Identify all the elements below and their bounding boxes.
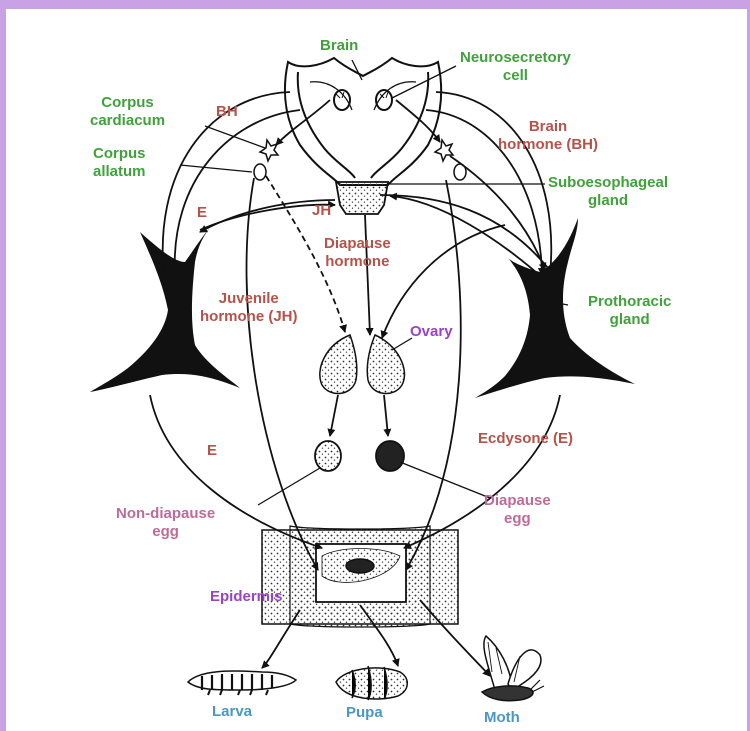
diapause-egg-label: Diapause egg: [484, 492, 551, 528]
diapause-egg-line-2: egg: [484, 510, 551, 528]
corpus-allatum-line-2: allatum: [93, 163, 146, 181]
ecdysone-lower-label: E: [207, 442, 217, 460]
diapause-hormone-label: Diapause hormone: [324, 235, 391, 271]
non-diapause-line-2: egg: [116, 523, 215, 541]
bh-left-label: BH: [216, 103, 238, 121]
corpus-cardiacum-label: Corpus cardiacum: [90, 94, 165, 130]
epidermis-label: Epidermis: [210, 588, 283, 606]
ovary-label: Ovary: [410, 323, 453, 341]
non-diapause-egg-label: Non-diapause egg: [116, 505, 215, 541]
moth-label: Moth: [484, 709, 520, 727]
juvenile-hormone-line-2: hormone (JH): [200, 308, 298, 326]
brain-hormone-label: Brain hormone (BH): [498, 118, 598, 154]
prothoracic-line-1: Prothoracic: [588, 293, 671, 311]
corpus-cardiacum-line-1: Corpus: [90, 94, 165, 112]
moth-shape: [482, 636, 544, 701]
non-diapause-line-1: Non-diapause: [116, 505, 215, 523]
ecdysone-upper-label: E: [197, 204, 207, 222]
brain-hormone-line-1: Brain: [498, 118, 598, 136]
diapause-egg-shape: [376, 441, 404, 471]
neurosecretory-line-2: cell: [460, 67, 571, 85]
prothoracic-gland-label: Prothoracic gland: [588, 293, 671, 329]
larva-label: Larva: [212, 703, 252, 721]
neurosecretory-line-1: Neurosecretory: [460, 49, 571, 67]
epidermis-block: [262, 526, 458, 627]
corpus-allatum-label: Corpus allatum: [93, 145, 146, 181]
pupa-shape: [336, 666, 407, 700]
corpus-allatum-line-1: Corpus: [93, 145, 146, 163]
ovaries: [320, 335, 405, 394]
pupa-label: Pupa: [346, 704, 383, 722]
suboesophageal-line-1: Suboesophageal: [548, 174, 668, 192]
diapause-hormone-line-1: Diapause: [324, 235, 391, 253]
neurosecretory-cell-label: Neurosecretory cell: [460, 49, 571, 85]
brain-shape: [285, 58, 441, 185]
corpus-cardiacum-line-2: cardiacum: [90, 112, 165, 130]
suboesophageal-shape: [336, 182, 388, 214]
diapause-egg-line-1: Diapause: [484, 492, 551, 510]
brain-hormone-line-2: hormone (BH): [498, 136, 598, 154]
juvenile-hormone-line-1: Juvenile: [200, 290, 298, 308]
larva-shape: [188, 671, 296, 695]
non-diapause-egg-shape: [315, 441, 341, 471]
diapause-hormone-line-2: hormone: [324, 253, 391, 271]
juvenile-hormone-label: Juvenile hormone (JH): [200, 290, 298, 326]
suboesophageal-line-2: gland: [548, 192, 668, 210]
suboesophageal-gland-label: Suboesophageal gland: [548, 174, 668, 210]
brain-label: Brain: [320, 37, 358, 55]
prothoracic-line-2: gland: [588, 311, 671, 329]
ecdysone-label: Ecdysone (E): [478, 430, 573, 448]
jh-label: JH: [312, 202, 331, 220]
